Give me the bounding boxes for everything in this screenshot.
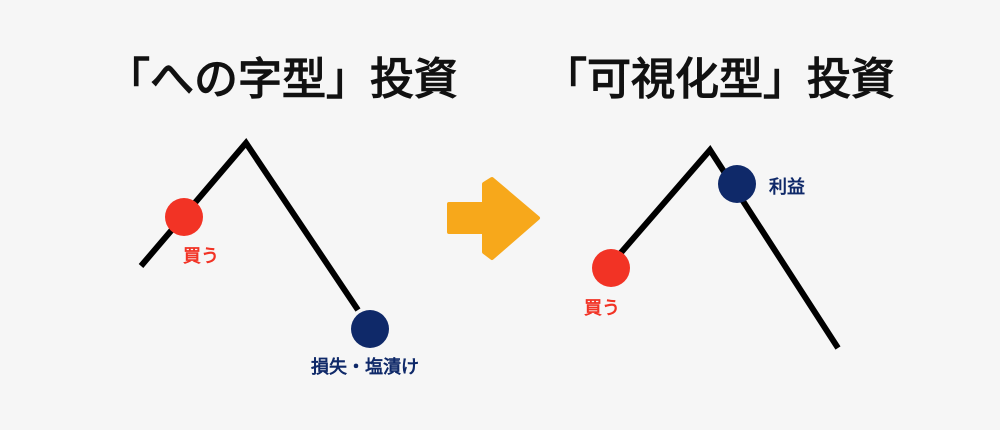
left-panel: 買う 損失・塩漬け <box>138 138 419 378</box>
right-sell-dot <box>718 165 756 203</box>
right-title: 「可視化型」投資 <box>543 54 895 105</box>
left-buy-dot <box>165 198 203 236</box>
arrow-right-icon <box>447 177 540 260</box>
right-buy-label: 買う <box>584 298 620 319</box>
right-buy-dot <box>592 249 630 287</box>
left-buy-label: 買う <box>183 246 219 267</box>
right-panel: 買う 利益 <box>584 145 841 350</box>
left-sell-dot <box>351 310 389 348</box>
left-title: 「への字型」投資 <box>106 54 458 105</box>
right-sell-label: 利益 <box>769 176 805 198</box>
left-sell-label: 損失・塩漬け <box>311 356 419 378</box>
right-price-line <box>609 145 841 350</box>
